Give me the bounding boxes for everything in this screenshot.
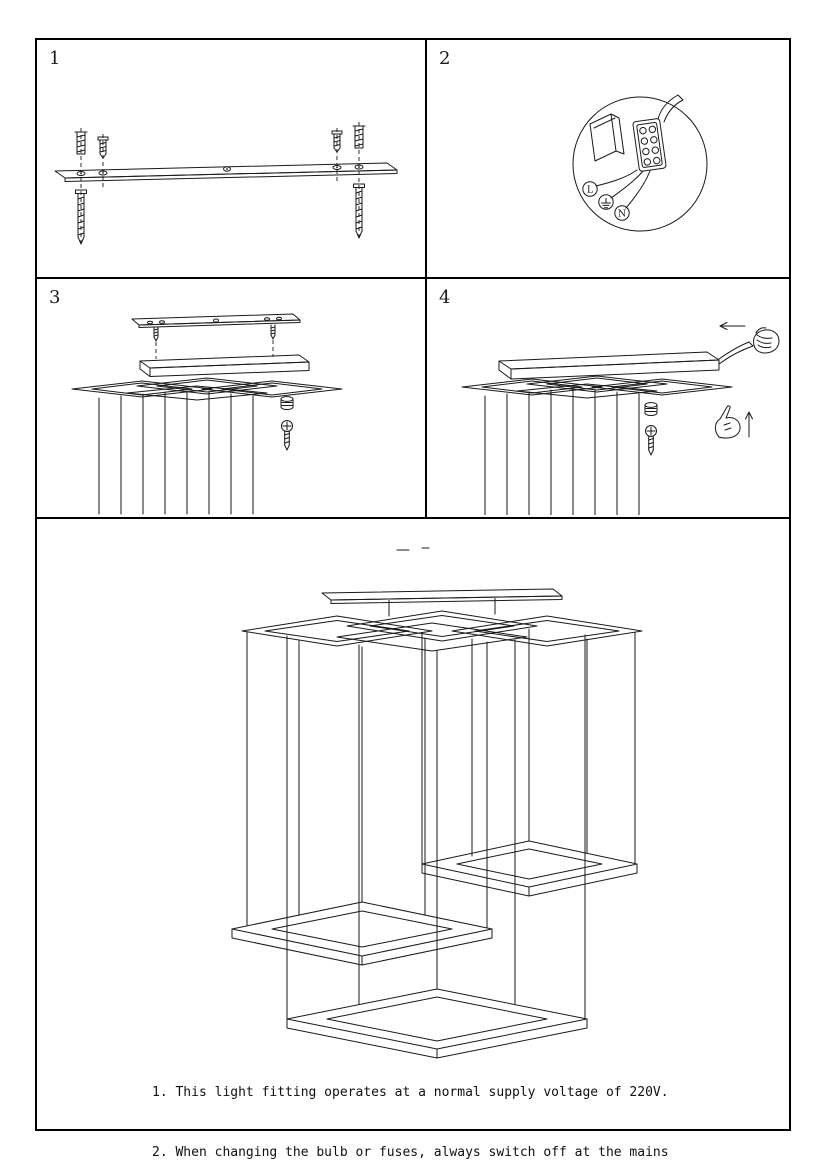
cable-adjustment-diagram	[461, 322, 780, 515]
short-screw-icon	[97, 136, 109, 159]
neutral-terminal-label: N	[614, 205, 630, 221]
sheet-border: 1	[35, 38, 791, 1160]
earth-symbol-icon	[601, 197, 611, 209]
step-3-number: 3	[49, 287, 61, 308]
wiring-diagram: L N	[572, 94, 708, 232]
mounting-bar	[54, 162, 398, 182]
assembled-pendant-diagram	[231, 547, 643, 1059]
cross-screw-icon	[281, 420, 293, 451]
step-2-number: 2	[439, 48, 451, 69]
light-frame-upper-right	[421, 840, 638, 897]
step-3-panel: 3	[37, 279, 427, 519]
arrow-left-icon	[719, 322, 746, 330]
safety-notes: 1. This light fitting operates at a norm…	[152, 1043, 752, 1169]
mounting-bar	[131, 313, 301, 328]
light-frame-middle-left	[231, 901, 493, 966]
pointing-hand-icon	[714, 405, 741, 439]
right-fixing-set	[331, 122, 366, 239]
suspension-wires	[98, 390, 254, 515]
wires	[595, 169, 651, 209]
hanging-stud-screws	[153, 324, 276, 359]
assembled-lamp-panel: 1. This light fitting operates at a norm…	[37, 519, 789, 1160]
bolt-icon	[280, 396, 294, 410]
arrow-up-icon	[745, 411, 753, 438]
step-4-number: 4	[439, 287, 451, 308]
supply-cable	[718, 341, 754, 365]
note-line-1: 1. This light fitting operates at a norm…	[152, 1085, 669, 1100]
supply-cable	[657, 94, 684, 123]
step-4-panel: 4	[427, 279, 789, 519]
left-fixing-set	[74, 128, 109, 245]
terminal-cover-icon	[589, 113, 625, 162]
suspension-wires	[246, 628, 636, 1020]
ceiling-plate	[321, 588, 563, 617]
earth-terminal-label	[598, 194, 614, 210]
canopy-mounting-diagram	[71, 313, 343, 515]
note-line-2: 2. When changing the bulb or fuses, alwa…	[152, 1145, 669, 1160]
long-screw-icon	[353, 183, 365, 239]
step-2-panel: 2	[427, 40, 789, 279]
canopy-box	[139, 354, 310, 377]
canopy-box	[498, 351, 720, 380]
stacked-frames	[71, 377, 343, 401]
terminal-block-icon	[632, 118, 667, 172]
wall-plug-icon	[352, 125, 366, 149]
hand-pulling-cable-icon	[753, 327, 780, 354]
light-frame-bottom	[286, 988, 588, 1059]
step-1-panel: 1	[37, 40, 427, 279]
long-screw-icon	[75, 189, 87, 245]
detail-circle	[572, 96, 708, 232]
live-label: L	[587, 185, 594, 196]
neutral-label: N	[618, 209, 626, 220]
suspension-wires	[484, 388, 640, 515]
ceiling-marks	[396, 547, 430, 551]
live-terminal-label: L	[582, 181, 598, 197]
wall-plug-icon	[74, 131, 88, 155]
bolt-icon	[644, 402, 658, 416]
mounting-bar-diagram	[54, 122, 398, 245]
cross-screw-icon	[645, 425, 657, 456]
stacked-frames	[461, 375, 733, 399]
canopy-stack	[241, 610, 643, 652]
short-screw-icon	[331, 130, 343, 153]
step-1-number: 1	[49, 48, 61, 69]
